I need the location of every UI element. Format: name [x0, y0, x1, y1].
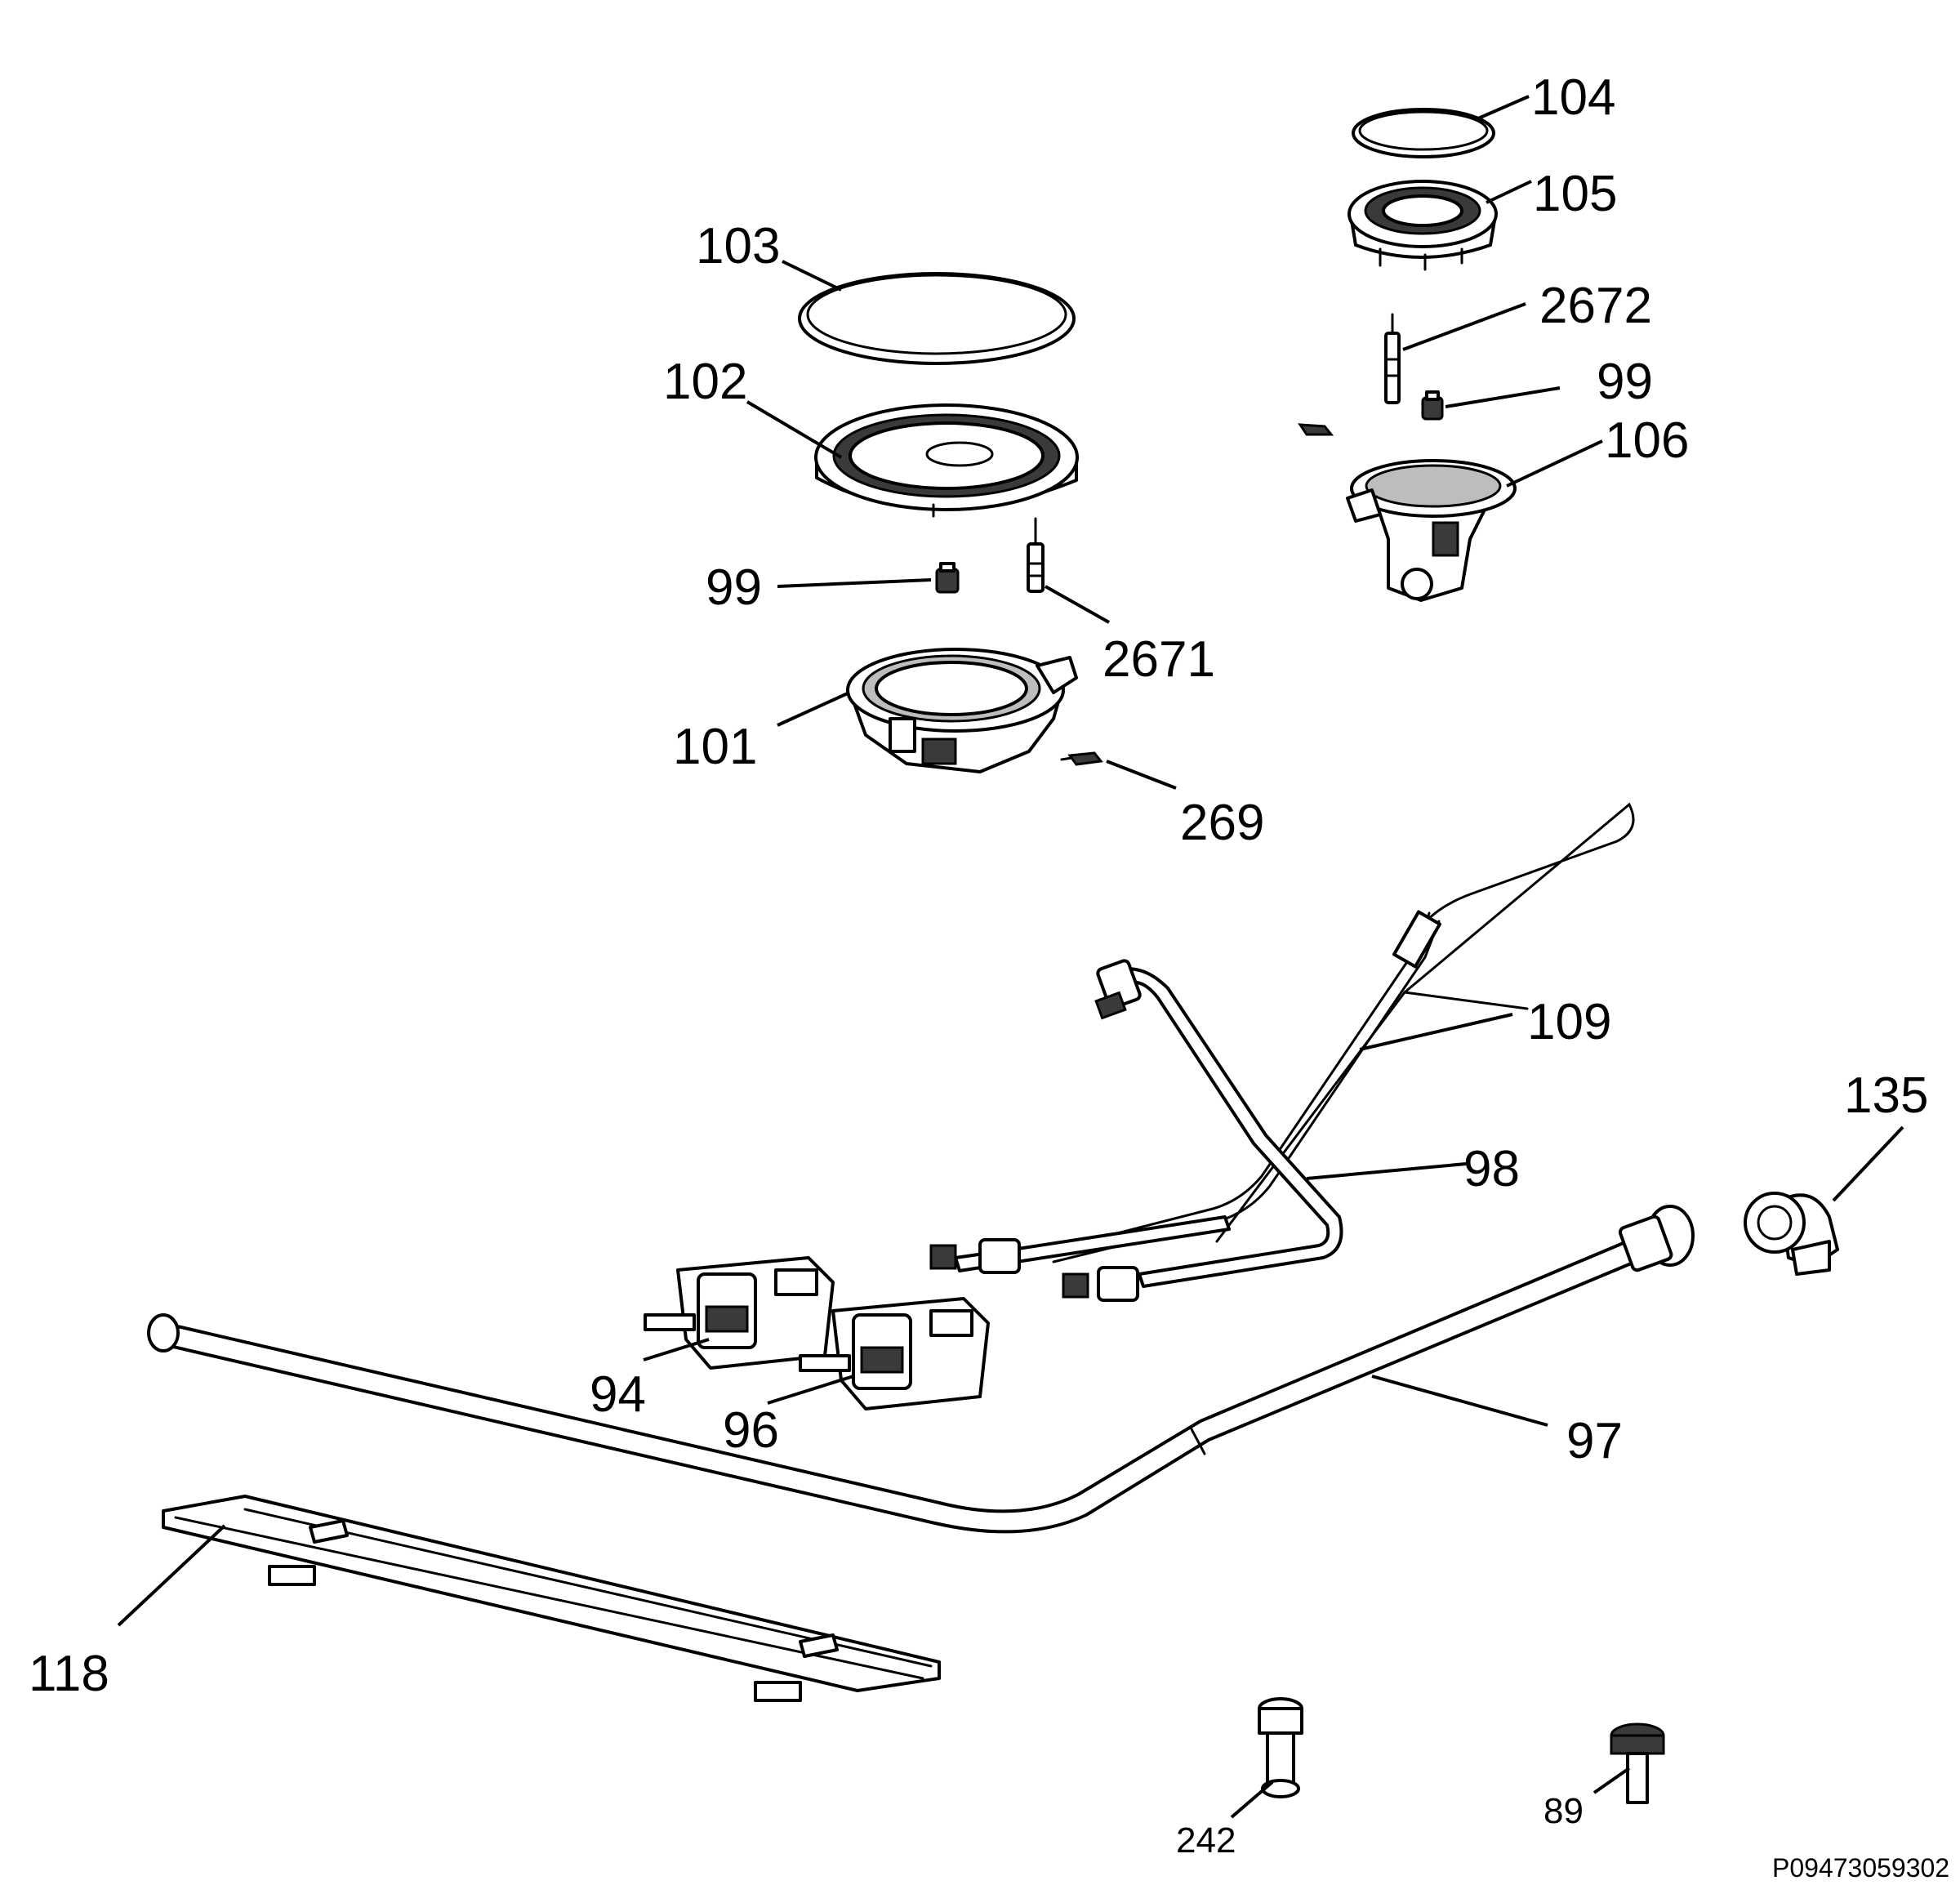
callout-135: 135 [1844, 1067, 1928, 1124]
callout-99-right: 99 [1597, 354, 1653, 410]
callout-104: 104 [1531, 69, 1615, 126]
part-101-burner-body [846, 648, 1078, 773]
part-2672-electrode [1384, 313, 1401, 404]
drawing-id: P09473059302 [1772, 1853, 1949, 1883]
part-clip-small [1298, 423, 1334, 436]
part-97-manifold-tube [147, 1205, 1695, 1534]
part-242-test-nipple [1258, 1697, 1303, 1798]
part-102-burner-crown [814, 403, 1079, 518]
callout-98: 98 [1463, 1141, 1520, 1197]
callout-99-left: 99 [706, 559, 762, 616]
callout-94: 94 [590, 1366, 646, 1423]
callout-106: 106 [1605, 412, 1689, 469]
callout-97: 97 [1566, 1413, 1623, 1469]
callout-101: 101 [673, 719, 757, 775]
callout-89: 89 [1544, 1791, 1584, 1831]
callout-105: 105 [1533, 166, 1617, 222]
callout-269: 269 [1180, 795, 1264, 851]
part-89-screw [1610, 1722, 1665, 1804]
callout-2671: 2671 [1102, 631, 1215, 688]
callout-2672: 2672 [1539, 278, 1652, 334]
part-118-bracket-rail [162, 1495, 941, 1702]
part-109-gas-pipe [1052, 802, 1635, 1263]
callout-118: 118 [29, 1646, 109, 1702]
part-269-clip [1060, 751, 1103, 766]
callout-96: 96 [723, 1402, 779, 1459]
part-103-burner-cap [798, 272, 1076, 365]
part-99-injector-left [935, 562, 960, 594]
part-2671-electrode [1027, 517, 1045, 593]
callout-102: 102 [663, 354, 747, 410]
part-135-elbow-fitting [1744, 1192, 1839, 1276]
callout-242: 242 [1176, 1820, 1236, 1860]
part-94-gas-valve [644, 1256, 835, 1370]
part-105-burner-crown-small [1348, 180, 1498, 271]
part-104-burner-cap-small [1352, 108, 1495, 158]
callout-labels: 103 102 99 2671 101 269 104 105 2672 99 … [29, 69, 1949, 1883]
part-106-burner-body-small [1346, 459, 1517, 602]
part-99-injector-right [1421, 390, 1444, 421]
part-98-gas-pipe [929, 959, 1343, 1302]
leader-lines [117, 95, 1904, 1819]
callout-109: 109 [1527, 994, 1611, 1050]
callout-103: 103 [696, 218, 780, 274]
